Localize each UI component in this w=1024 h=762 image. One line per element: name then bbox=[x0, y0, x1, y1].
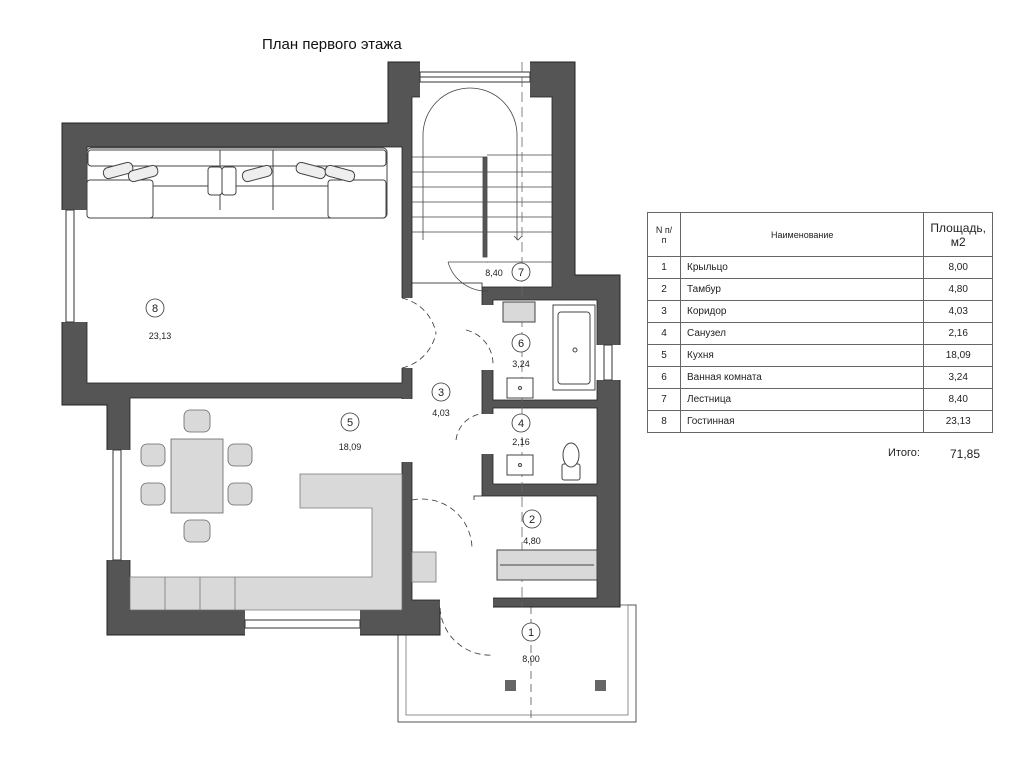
header-num: N п/п bbox=[647, 212, 681, 257]
header-name: Наименование bbox=[679, 212, 925, 257]
room-number: 4 bbox=[518, 418, 524, 430]
room-area: 8,00 bbox=[522, 654, 540, 664]
room-number: 7 bbox=[518, 267, 524, 279]
room-marker-8 bbox=[145, 298, 165, 318]
room-number: 6 bbox=[518, 338, 524, 350]
cell-area: 3,24 bbox=[923, 366, 993, 389]
cell-area: 18,09 bbox=[923, 344, 993, 367]
cell-name: Крыльцо bbox=[679, 256, 925, 279]
cell-area: 4,03 bbox=[923, 300, 993, 323]
room-marker-4 bbox=[511, 413, 531, 433]
room-marker-6 bbox=[511, 333, 531, 353]
room-number: 1 bbox=[528, 627, 534, 639]
cell-name: Кухня bbox=[679, 344, 925, 367]
cell-area: 2,16 bbox=[923, 322, 993, 345]
cell-num: 5 bbox=[647, 344, 681, 367]
room-marker-3 bbox=[431, 382, 451, 402]
porch-post bbox=[505, 680, 516, 691]
dining-table bbox=[140, 409, 253, 543]
room-number: 3 bbox=[438, 387, 444, 399]
cell-name: Санузел bbox=[679, 322, 925, 345]
cell-num: 6 bbox=[647, 366, 681, 389]
cell-name: Тамбур bbox=[679, 278, 925, 301]
room-marker-5 bbox=[340, 412, 360, 432]
room-area: 18,09 bbox=[339, 442, 362, 452]
cell-name: Ванная комната bbox=[679, 366, 925, 389]
room-number: 2 bbox=[529, 514, 535, 526]
cell-num: 8 bbox=[647, 410, 681, 433]
porch-post bbox=[595, 680, 606, 691]
cell-name: Лестница bbox=[679, 388, 925, 411]
room-area: 8,40 bbox=[485, 268, 503, 278]
header-area-line2: м2 bbox=[950, 234, 966, 249]
room-number: 5 bbox=[347, 417, 353, 429]
room-number: 8 bbox=[152, 303, 158, 315]
bathroom-fixtures bbox=[502, 301, 596, 481]
room-marker-1 bbox=[521, 622, 541, 642]
room-area: 4,03 bbox=[432, 408, 450, 418]
windows bbox=[65, 71, 613, 629]
room-area: 3,24 bbox=[512, 359, 530, 369]
cell-num: 3 bbox=[647, 300, 681, 323]
room-marker-2 bbox=[522, 509, 542, 529]
cell-num: 7 bbox=[647, 388, 681, 411]
room-stair bbox=[411, 96, 553, 288]
cell-area: 4,80 bbox=[923, 278, 993, 301]
cell-num: 1 bbox=[647, 256, 681, 279]
header-area-line1: Площадь, bbox=[930, 220, 986, 235]
room-area: 2,16 bbox=[512, 437, 530, 447]
room-marker-7 bbox=[511, 262, 531, 282]
cell-area: 23,13 bbox=[923, 410, 993, 433]
total-label: Итого: bbox=[888, 447, 920, 459]
kitchen-furniture bbox=[129, 473, 437, 611]
room-area: 4,80 bbox=[523, 536, 541, 546]
header-area: Площадь,м2 bbox=[923, 212, 993, 257]
cell-area: 8,00 bbox=[923, 256, 993, 279]
plan-title: План первого этажа bbox=[262, 36, 402, 53]
cell-name: Гостинная bbox=[679, 410, 925, 433]
cell-area: 8,40 bbox=[923, 388, 993, 411]
cell-num: 2 bbox=[647, 278, 681, 301]
wardrobe bbox=[496, 549, 598, 581]
sofa bbox=[86, 147, 388, 219]
cell-num: 4 bbox=[647, 322, 681, 345]
door-swings bbox=[401, 297, 494, 656]
total-value: 71,85 bbox=[950, 447, 981, 461]
table-header-row: N п/п Наименование Площадь,м2 bbox=[647, 212, 993, 257]
room-area: 23,13 bbox=[149, 331, 172, 341]
cell-name: Коридор bbox=[679, 300, 925, 323]
